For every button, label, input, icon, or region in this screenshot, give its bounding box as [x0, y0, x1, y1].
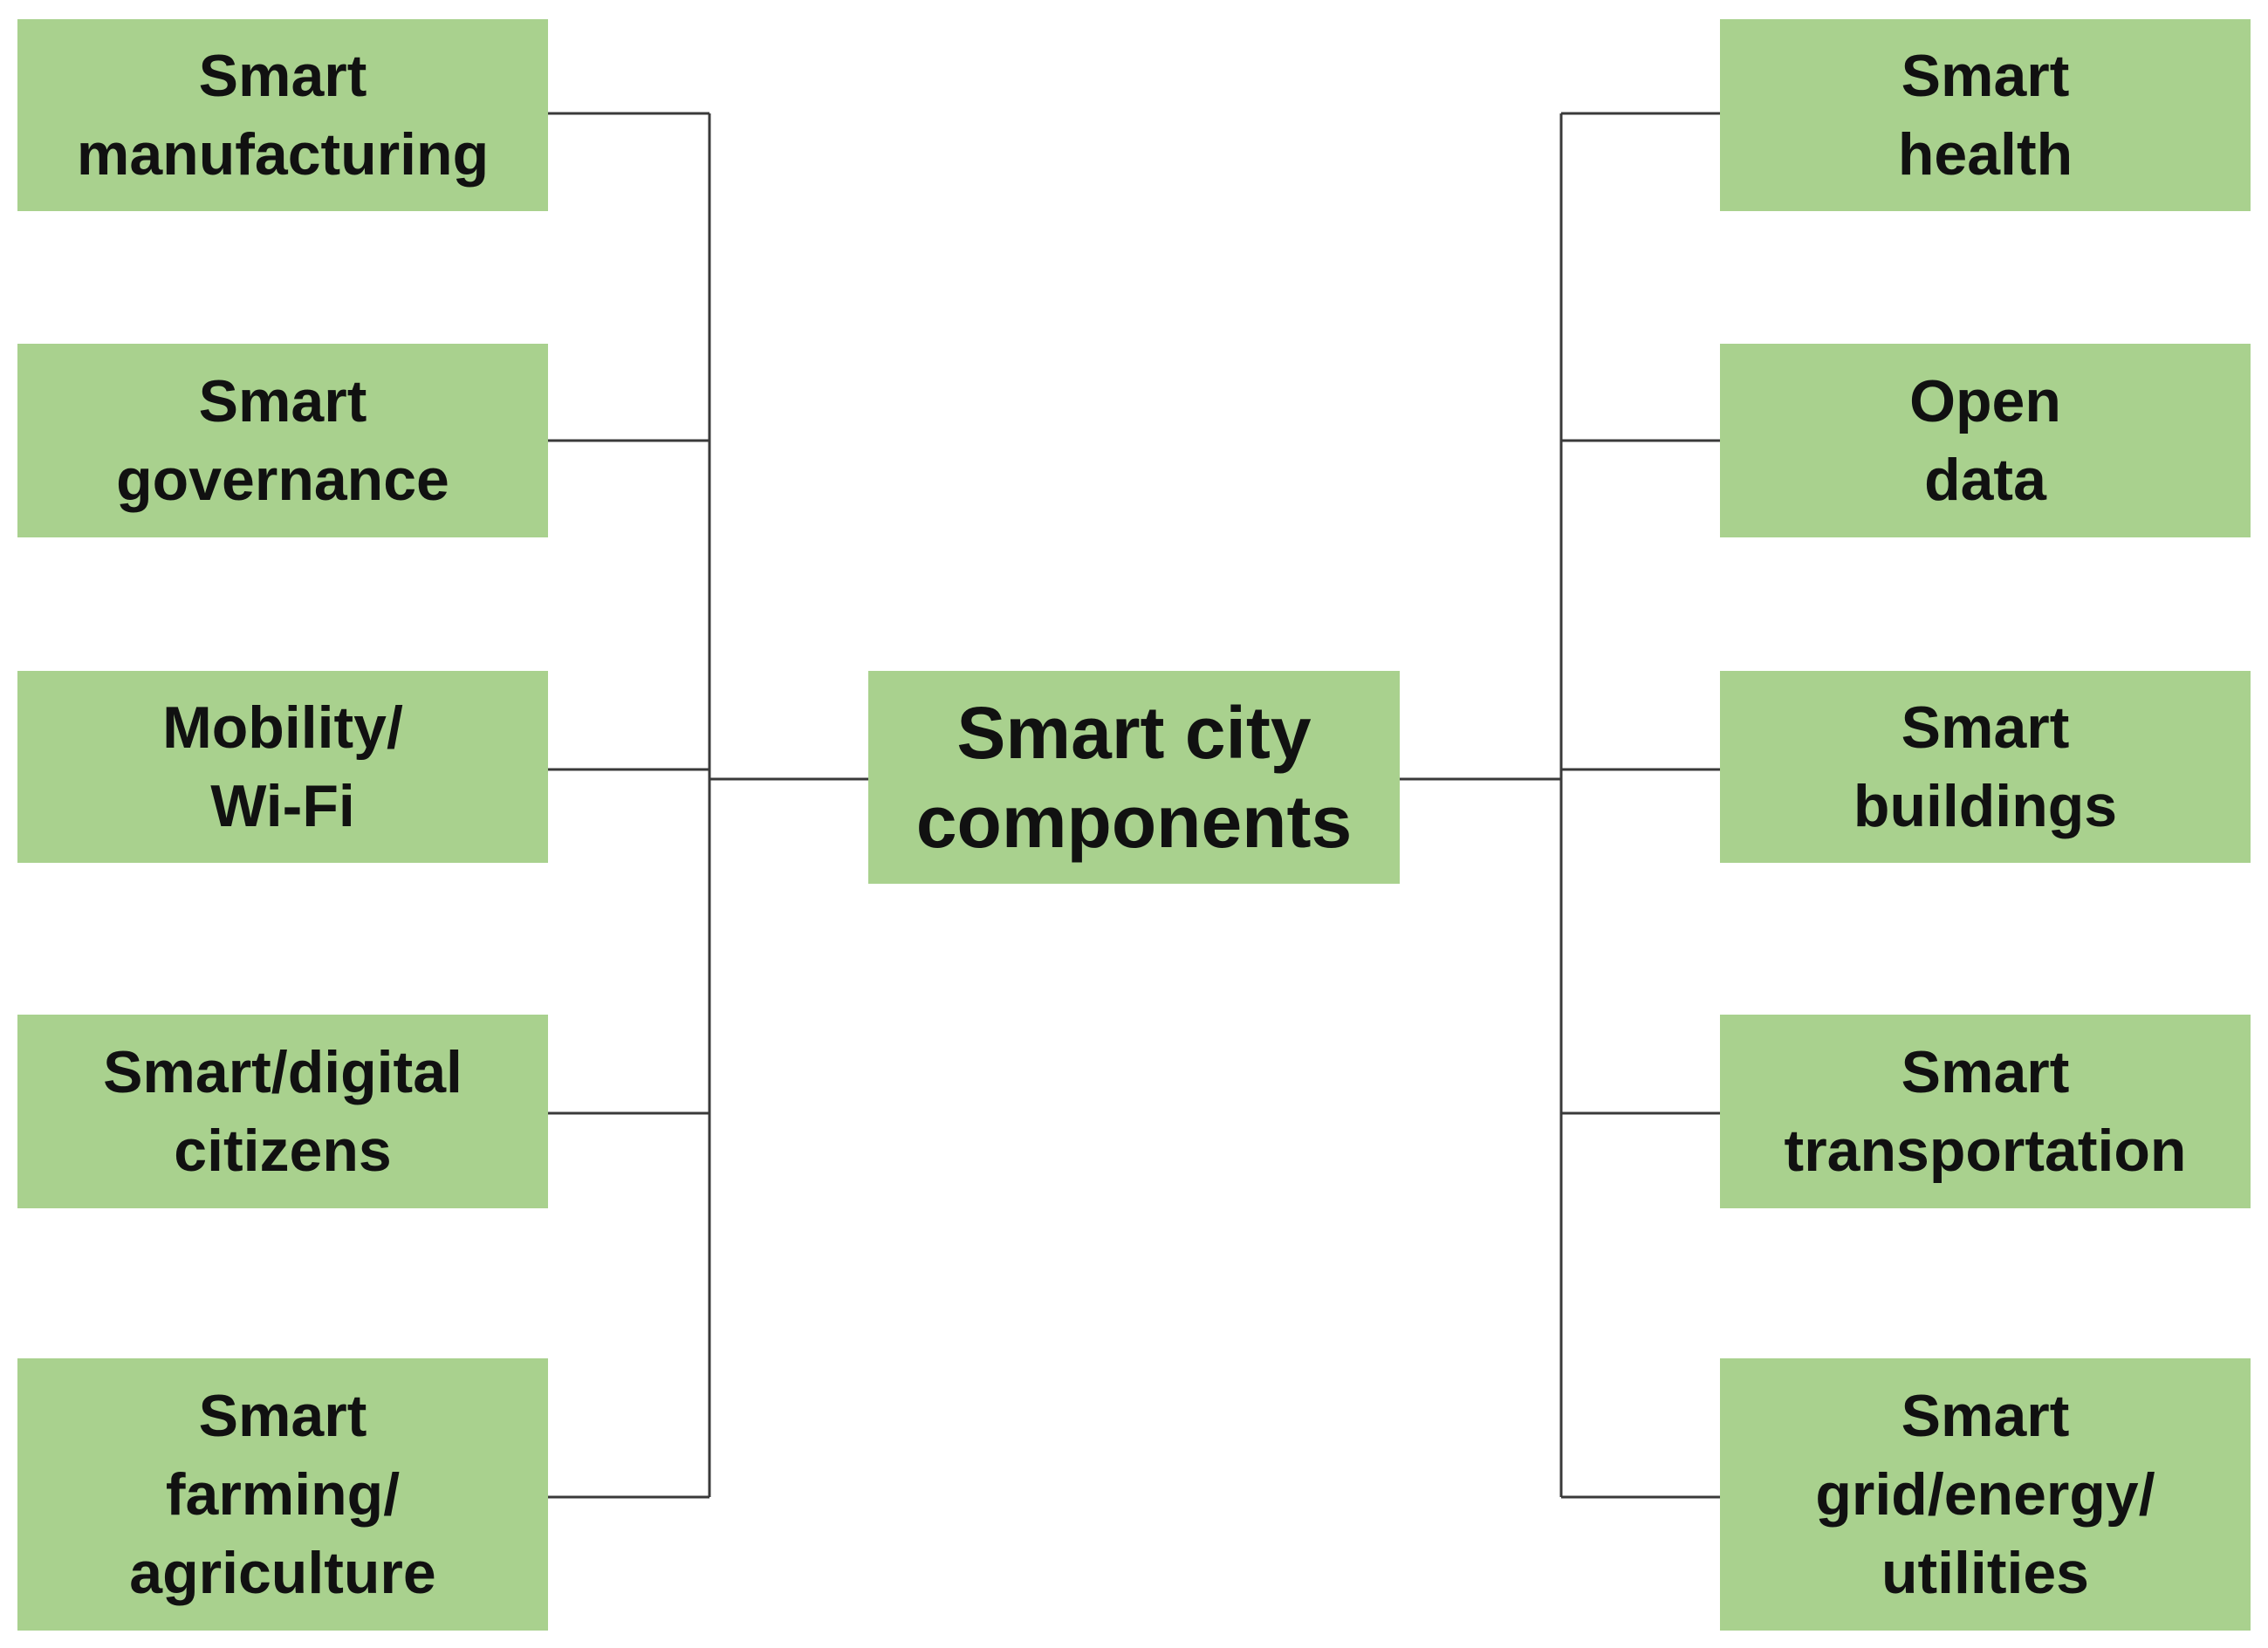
node-smart-grid-energy-utilities: Smart grid/energy/ utilities	[1720, 1358, 2251, 1631]
node-smart-manufacturing: Smart manufacturing	[17, 19, 548, 211]
node-label: Smart health	[1897, 43, 2073, 188]
node-label: Mobility/ Wi-Fi	[162, 694, 403, 839]
node-label: Smart transportation	[1784, 1039, 2187, 1184]
node-smart-city-components: Smart city components	[868, 671, 1400, 884]
node-label: Smart buildings	[1853, 694, 2118, 839]
node-smart-health: Smart health	[1720, 19, 2251, 211]
node-mobility-wifi: Mobility/ Wi-Fi	[17, 671, 548, 863]
node-smart-governance: Smart governance	[17, 344, 548, 537]
center-node-label: Smart city components	[915, 692, 1353, 863]
node-smart-transportation: Smart transportation	[1720, 1015, 2251, 1208]
node-label: Smart governance	[116, 368, 449, 513]
node-smart-buildings: Smart buildings	[1720, 671, 2251, 863]
node-label: Smart manufacturing	[76, 43, 490, 188]
node-label: Open data	[1909, 368, 2061, 513]
node-label: Smart farming/ agriculture	[129, 1383, 436, 1606]
node-smart-farming-agriculture: Smart farming/ agriculture	[17, 1358, 548, 1631]
node-open-data: Open data	[1720, 344, 2251, 537]
node-label: Smart grid/energy/ utilities	[1815, 1383, 2155, 1606]
node-label: Smart/digital citizens	[103, 1039, 463, 1184]
node-smart-digital-citizens: Smart/digital citizens	[17, 1015, 548, 1208]
